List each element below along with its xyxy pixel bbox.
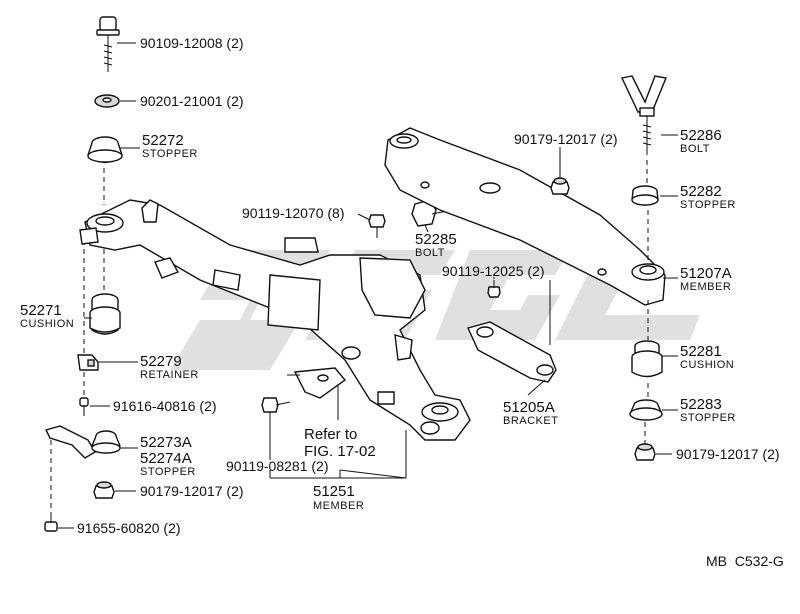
label-52273a: 52273A: [140, 434, 192, 451]
label-52272: 52272: [142, 132, 184, 149]
label-90201-21001: 90201-21001 (2): [140, 93, 244, 109]
label-52271: 52271: [20, 302, 62, 319]
bolt-90119-08281-drawing: [261, 397, 291, 413]
label-90119-12070: 90119-12070 (8): [242, 205, 344, 221]
label-52286-name: BOLT: [680, 143, 710, 155]
label-52279: 52279: [140, 353, 182, 370]
label-91655-60820: 91655-60820 (2): [77, 520, 181, 536]
nut-90179-left-drawing: [93, 481, 115, 499]
part-labels: 90109-12008 (2) 90201-21001 (2) 52272 ST…: [20, 35, 784, 569]
bolt-91655-drawing: [44, 515, 58, 532]
label-52281: 52281: [680, 343, 722, 360]
label-51205a: 51205A: [503, 399, 555, 416]
stopper-52272-drawing: [87, 136, 123, 164]
label-52271-name: CUSHION: [20, 318, 74, 330]
label-52281-name: CUSHION: [680, 359, 734, 371]
label-90119-08281: 90119-08281 (2): [226, 458, 328, 474]
label-52285-name: BOLT: [415, 247, 445, 259]
label-52283: 52283: [680, 396, 722, 413]
member-51251-drawing: [79, 199, 471, 441]
bracket-51205a-drawing: [467, 321, 557, 383]
bolt-90119-12025-drawing: [487, 280, 501, 298]
washer-90201-drawing: [94, 94, 120, 108]
label-52282-name: STOPPER: [680, 199, 736, 211]
nut-90179-top-drawing: [550, 177, 570, 195]
stopper-52283-drawing: [629, 399, 663, 421]
bracket-fig-17-02-drawing: [287, 367, 347, 399]
diagram-code: MB C532-G: [706, 553, 784, 569]
bolt-90119-12070-drawing: [368, 214, 386, 238]
label-fig-17-02: FIG. 17-02: [304, 443, 376, 460]
cushion-52281-drawing: [631, 340, 663, 378]
label-90179-12017-top: 90179-12017 (2): [514, 131, 618, 147]
leader-lines: [58, 42, 678, 529]
bolt-52286-drawing: [620, 75, 667, 155]
nut-90179-right-drawing: [634, 443, 656, 461]
label-51207a: 51207A: [680, 265, 732, 282]
label-52273a-name: STOPPER: [140, 466, 196, 478]
stopper-52273a-drawing: [44, 425, 121, 459]
label-51207a-name: MEMBER: [680, 281, 731, 293]
bolt-90109-drawing: [96, 16, 120, 72]
label-52285: 52285: [415, 231, 457, 248]
retainer-52279-drawing: [77, 354, 99, 371]
label-52283-name: STOPPER: [680, 412, 736, 424]
label-52274a: 52274A: [140, 450, 192, 467]
label-52282: 52282: [680, 183, 722, 200]
bolt-91616-drawing: [79, 397, 89, 416]
label-52279-name: RETAINER: [140, 369, 199, 381]
label-51251: 51251: [313, 483, 355, 500]
label-90119-12025: 90119-12025 (2): [442, 263, 544, 279]
stopper-52282-drawing: [631, 185, 659, 206]
label-91616-40816: 91616-40816 (2): [113, 398, 217, 414]
label-52272-name: STOPPER: [142, 148, 198, 160]
label-90109-12008: 90109-12008 (2): [140, 35, 244, 51]
label-51251-name: MEMBER: [313, 500, 364, 512]
label-90179-12017-right: 90179-12017 (2): [676, 446, 780, 462]
cushion-52271-drawing: [89, 293, 121, 335]
label-52286: 52286: [680, 127, 722, 144]
member-51207a-drawing: [384, 127, 666, 306]
label-51205a-name: BRACKET: [503, 415, 558, 427]
label-90179-12017-left: 90179-12017 (2): [140, 483, 244, 499]
label-refer-to: Refer to: [304, 426, 357, 443]
